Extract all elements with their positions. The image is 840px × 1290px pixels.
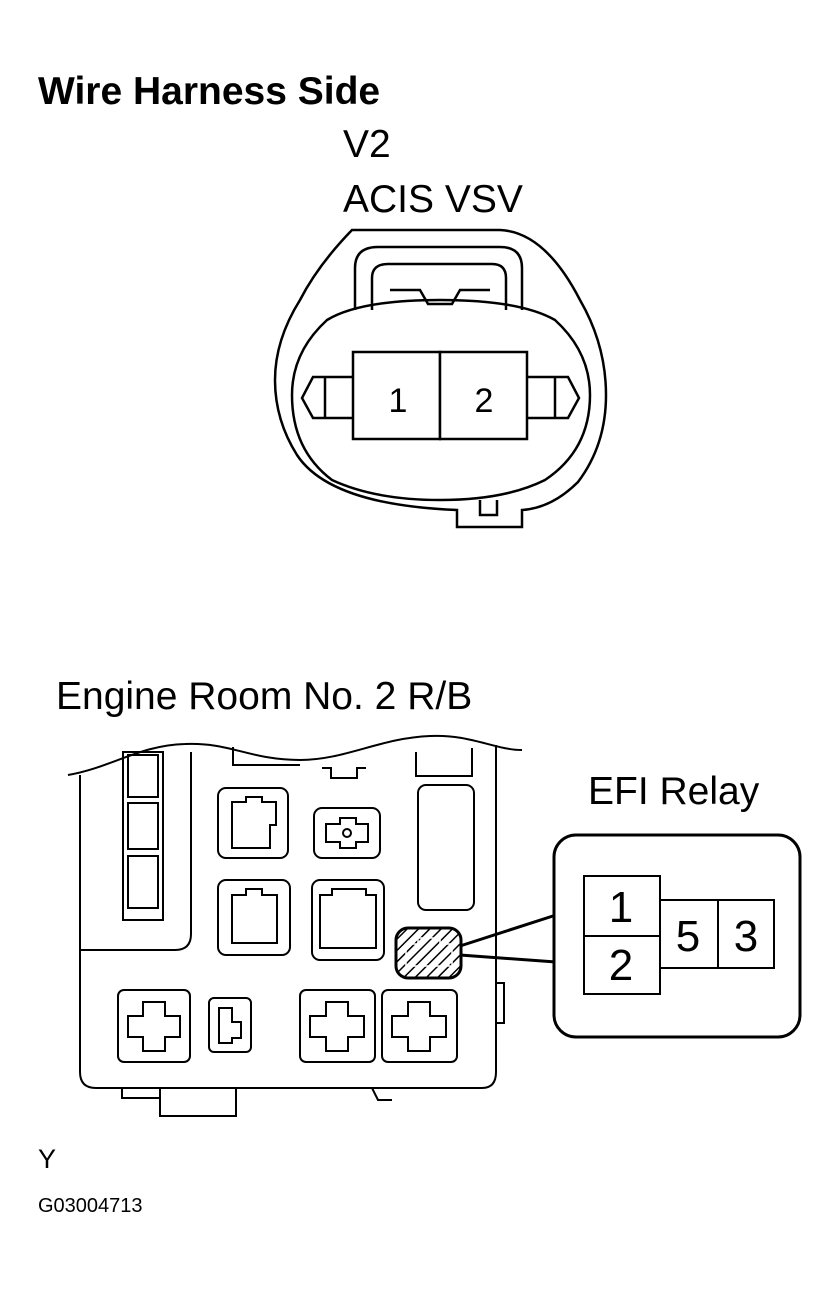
connector-code: V2 [343,123,391,166]
pin-label-1: 1 [389,382,408,420]
fuse-slot-3 [127,855,159,909]
connector-housing [273,228,608,529]
small-socket [313,807,381,859]
cross-socket-3 [381,989,458,1063]
left-latch [300,375,353,420]
fuse-slot-1 [127,754,159,798]
right-latch [527,375,581,420]
connector-inner-ring [290,298,592,502]
relay-block-title: Engine Room No. 2 R/B [56,675,473,718]
diagram-heading: Wire Harness Side [38,70,381,113]
terminal-label-2: 2 [609,941,633,990]
terminal-label-5: 5 [676,912,700,961]
block-body [79,745,497,1089]
terminal-label-1: 1 [609,883,633,932]
terminal-label-3: 3 [734,912,758,961]
pin-cavity-1 [351,350,442,441]
relay-socket-3 [311,879,385,961]
callout-leader [459,913,557,964]
locking-clip [353,245,524,310]
relay-socket-1 [217,787,289,859]
relay-name: EFI Relay [588,770,760,813]
relay-socket-2 [217,879,291,956]
terminal-box-3 [717,899,775,969]
fuse-slot-2 [127,802,159,850]
footer-marker: Y [38,1144,57,1174]
connector-name: ACIS VSV [343,178,523,221]
pin-label-2: 2 [475,382,494,420]
tall-slot [417,784,475,911]
block-torn-edge [67,734,523,776]
vsv-connector [273,228,608,529]
relay-block [67,734,802,1117]
pin-cavity-2 [438,350,529,441]
cross-socket-2 [299,989,376,1063]
key-notch [478,500,499,517]
cross-socket-1 [117,989,191,1063]
small-plug [208,997,252,1053]
efi-relay-callout [552,833,802,1039]
figure-id: G03004713 [38,1195,143,1217]
